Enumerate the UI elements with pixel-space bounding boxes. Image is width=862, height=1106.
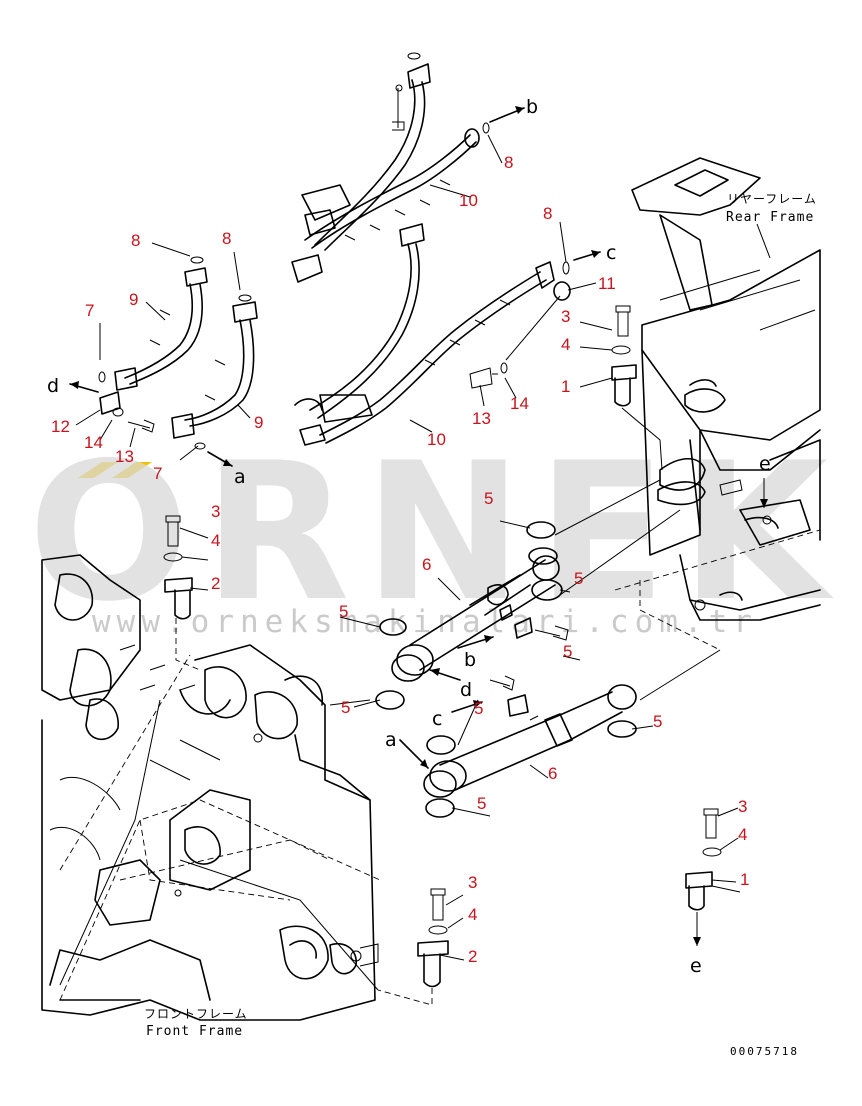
rear-frame <box>614 157 821 651</box>
callout-10-top: 10 <box>459 191 478 210</box>
callout-3-bottom: 3 <box>468 873 477 892</box>
callout-13-a: 13 <box>115 447 134 466</box>
callout-7-b: 7 <box>153 464 162 483</box>
connector-e-bottom: e <box>690 955 702 977</box>
connector-c-top: c <box>606 242 616 264</box>
pin-assembly-left <box>163 515 193 620</box>
watermark: ORNEK www.orneksmakinalari.com.tr <box>28 422 828 643</box>
connector-d-left: d <box>47 375 59 397</box>
callout-5-1: 5 <box>484 489 493 508</box>
callout-5-4: 5 <box>563 642 572 661</box>
callout-3-left: 3 <box>211 502 220 521</box>
pin-assembly-bottom-right <box>685 808 741 946</box>
callout-3-right: 3 <box>561 307 570 326</box>
callout-2-left: 2 <box>211 574 220 593</box>
callout-4-bottom: 4 <box>468 905 477 924</box>
front-frame-label-en: Front Frame <box>146 1024 243 1039</box>
callout-8-left-b: 8 <box>222 229 231 248</box>
connector-e-rear: e <box>759 453 771 475</box>
callout-10-b: 10 <box>427 430 446 449</box>
callout-5-2: 5 <box>574 569 583 588</box>
hose-10-upper <box>291 52 525 283</box>
connector-c-mid: c <box>432 708 442 730</box>
watermark-accent-mark-2 <box>112 462 152 478</box>
callout-3-br: 3 <box>738 797 747 816</box>
callout-4-left: 4 <box>211 531 220 550</box>
callout-5-5: 5 <box>341 698 350 717</box>
callout-14-a: 14 <box>84 433 103 452</box>
callout-leaders <box>75 134 739 961</box>
rear-frame-label-jp: リヤーフレーム <box>727 192 817 206</box>
callout-5-6: 5 <box>474 699 483 718</box>
rear-frame-label: リヤーフレーム Rear Frame <box>726 192 817 259</box>
hose-9-pair <box>69 256 258 467</box>
callout-9-b: 9 <box>254 413 263 432</box>
callout-8-top: 8 <box>504 153 513 172</box>
callout-5-8: 5 <box>477 794 486 813</box>
connector-b-top: b <box>526 96 538 118</box>
hose-10-lower <box>294 223 601 446</box>
connector-a-left: a <box>234 466 246 488</box>
callout-13-b: 13 <box>472 409 491 428</box>
callout-11: 11 <box>598 274 616 293</box>
callout-1-br: 1 <box>740 870 749 889</box>
callout-6-top: 6 <box>422 555 431 574</box>
callout-5-7: 5 <box>653 712 662 731</box>
callout-numbers: 8 10 8 8 9 7 9 12 14 13 7 8 11 3 4 1 13 … <box>51 153 749 966</box>
callout-14-b: 14 <box>510 394 529 413</box>
callout-8-right: 8 <box>543 204 552 223</box>
connection-letters: b c d a e b d c a e <box>47 96 771 977</box>
callout-2-bottom: 2 <box>468 947 477 966</box>
callout-4-br: 4 <box>738 825 747 844</box>
callout-5-3: 5 <box>339 602 348 621</box>
watermark-accent-mark <box>78 462 118 478</box>
connector-b-mid: b <box>464 649 476 671</box>
callout-8-left-a: 8 <box>131 231 140 250</box>
connector-d-mid: d <box>460 679 472 701</box>
cylinder-6-lower <box>399 684 637 818</box>
connector-a-cyl: a <box>385 729 397 751</box>
callout-1-right: 1 <box>561 377 570 396</box>
rear-frame-label-en: Rear Frame <box>726 210 814 225</box>
pin-assembly-bottom <box>377 888 449 1006</box>
cylinder-6-upper <box>375 521 569 717</box>
assembly-leaders <box>59 479 721 991</box>
watermark-url: www.orneksmakinalari.com.tr <box>92 604 758 640</box>
callout-4-right: 4 <box>561 335 570 354</box>
callout-9-a: 9 <box>129 290 138 309</box>
callout-12: 12 <box>51 417 70 436</box>
callout-6-bottom: 6 <box>548 764 557 783</box>
drawing-number: 00075718 <box>730 1045 799 1058</box>
front-frame-label-jp: フロントフレーム <box>144 1007 248 1021</box>
front-frame-label: フロントフレーム Front Frame <box>144 1007 248 1039</box>
front-frame <box>41 554 381 1021</box>
callout-7-a: 7 <box>85 301 94 320</box>
